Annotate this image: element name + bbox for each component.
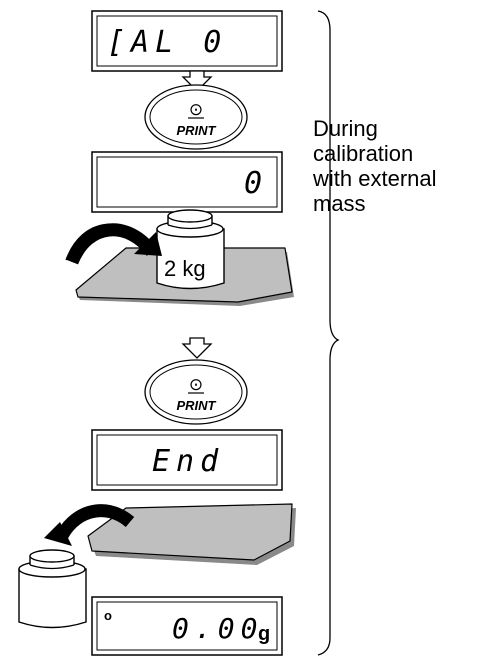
annotation-note: During calibration with external mass bbox=[313, 116, 488, 216]
annotation-line: with external bbox=[313, 166, 437, 191]
stable-indicator: o bbox=[104, 608, 112, 623]
print-icon: ⊙ bbox=[189, 375, 203, 394]
print-key-2-label: PRINT bbox=[177, 398, 217, 413]
display-zero-grams: o 0.00 g bbox=[91, 596, 283, 656]
unit-label: g bbox=[258, 623, 270, 645]
annotation-line: calibration bbox=[313, 141, 414, 166]
annotation-line: During bbox=[313, 116, 378, 141]
print-key-2[interactable]: ⊙ PRINT bbox=[144, 359, 248, 425]
arrow-down-icon bbox=[181, 70, 213, 92]
removed-weight bbox=[18, 549, 87, 629]
remove-weight-arrow-icon bbox=[44, 504, 135, 546]
annotation-line: mass bbox=[313, 191, 366, 216]
display-2-text: 0 bbox=[244, 166, 268, 201]
weighing-pan-empty bbox=[87, 503, 296, 565]
calibration-weight: 2 kg bbox=[156, 209, 225, 290]
print-key-1-label: PRINT bbox=[177, 123, 217, 138]
place-weight-arrow-icon bbox=[65, 223, 162, 265]
display-cal-0: [AL 0 bbox=[91, 10, 283, 72]
display-3-text: End bbox=[152, 444, 224, 479]
print-icon: ⊙ bbox=[189, 100, 203, 119]
display-zero: 0 bbox=[91, 151, 283, 213]
weight-label: 2 kg bbox=[164, 256, 206, 281]
display-4-value: 0.00 bbox=[172, 612, 263, 645]
print-key-1[interactable]: ⊙ PRINT bbox=[144, 84, 248, 150]
brace bbox=[317, 10, 340, 656]
display-end: End bbox=[91, 429, 283, 491]
display-1-text: [AL 0 bbox=[107, 25, 227, 60]
arrow-down-icon bbox=[181, 337, 213, 359]
